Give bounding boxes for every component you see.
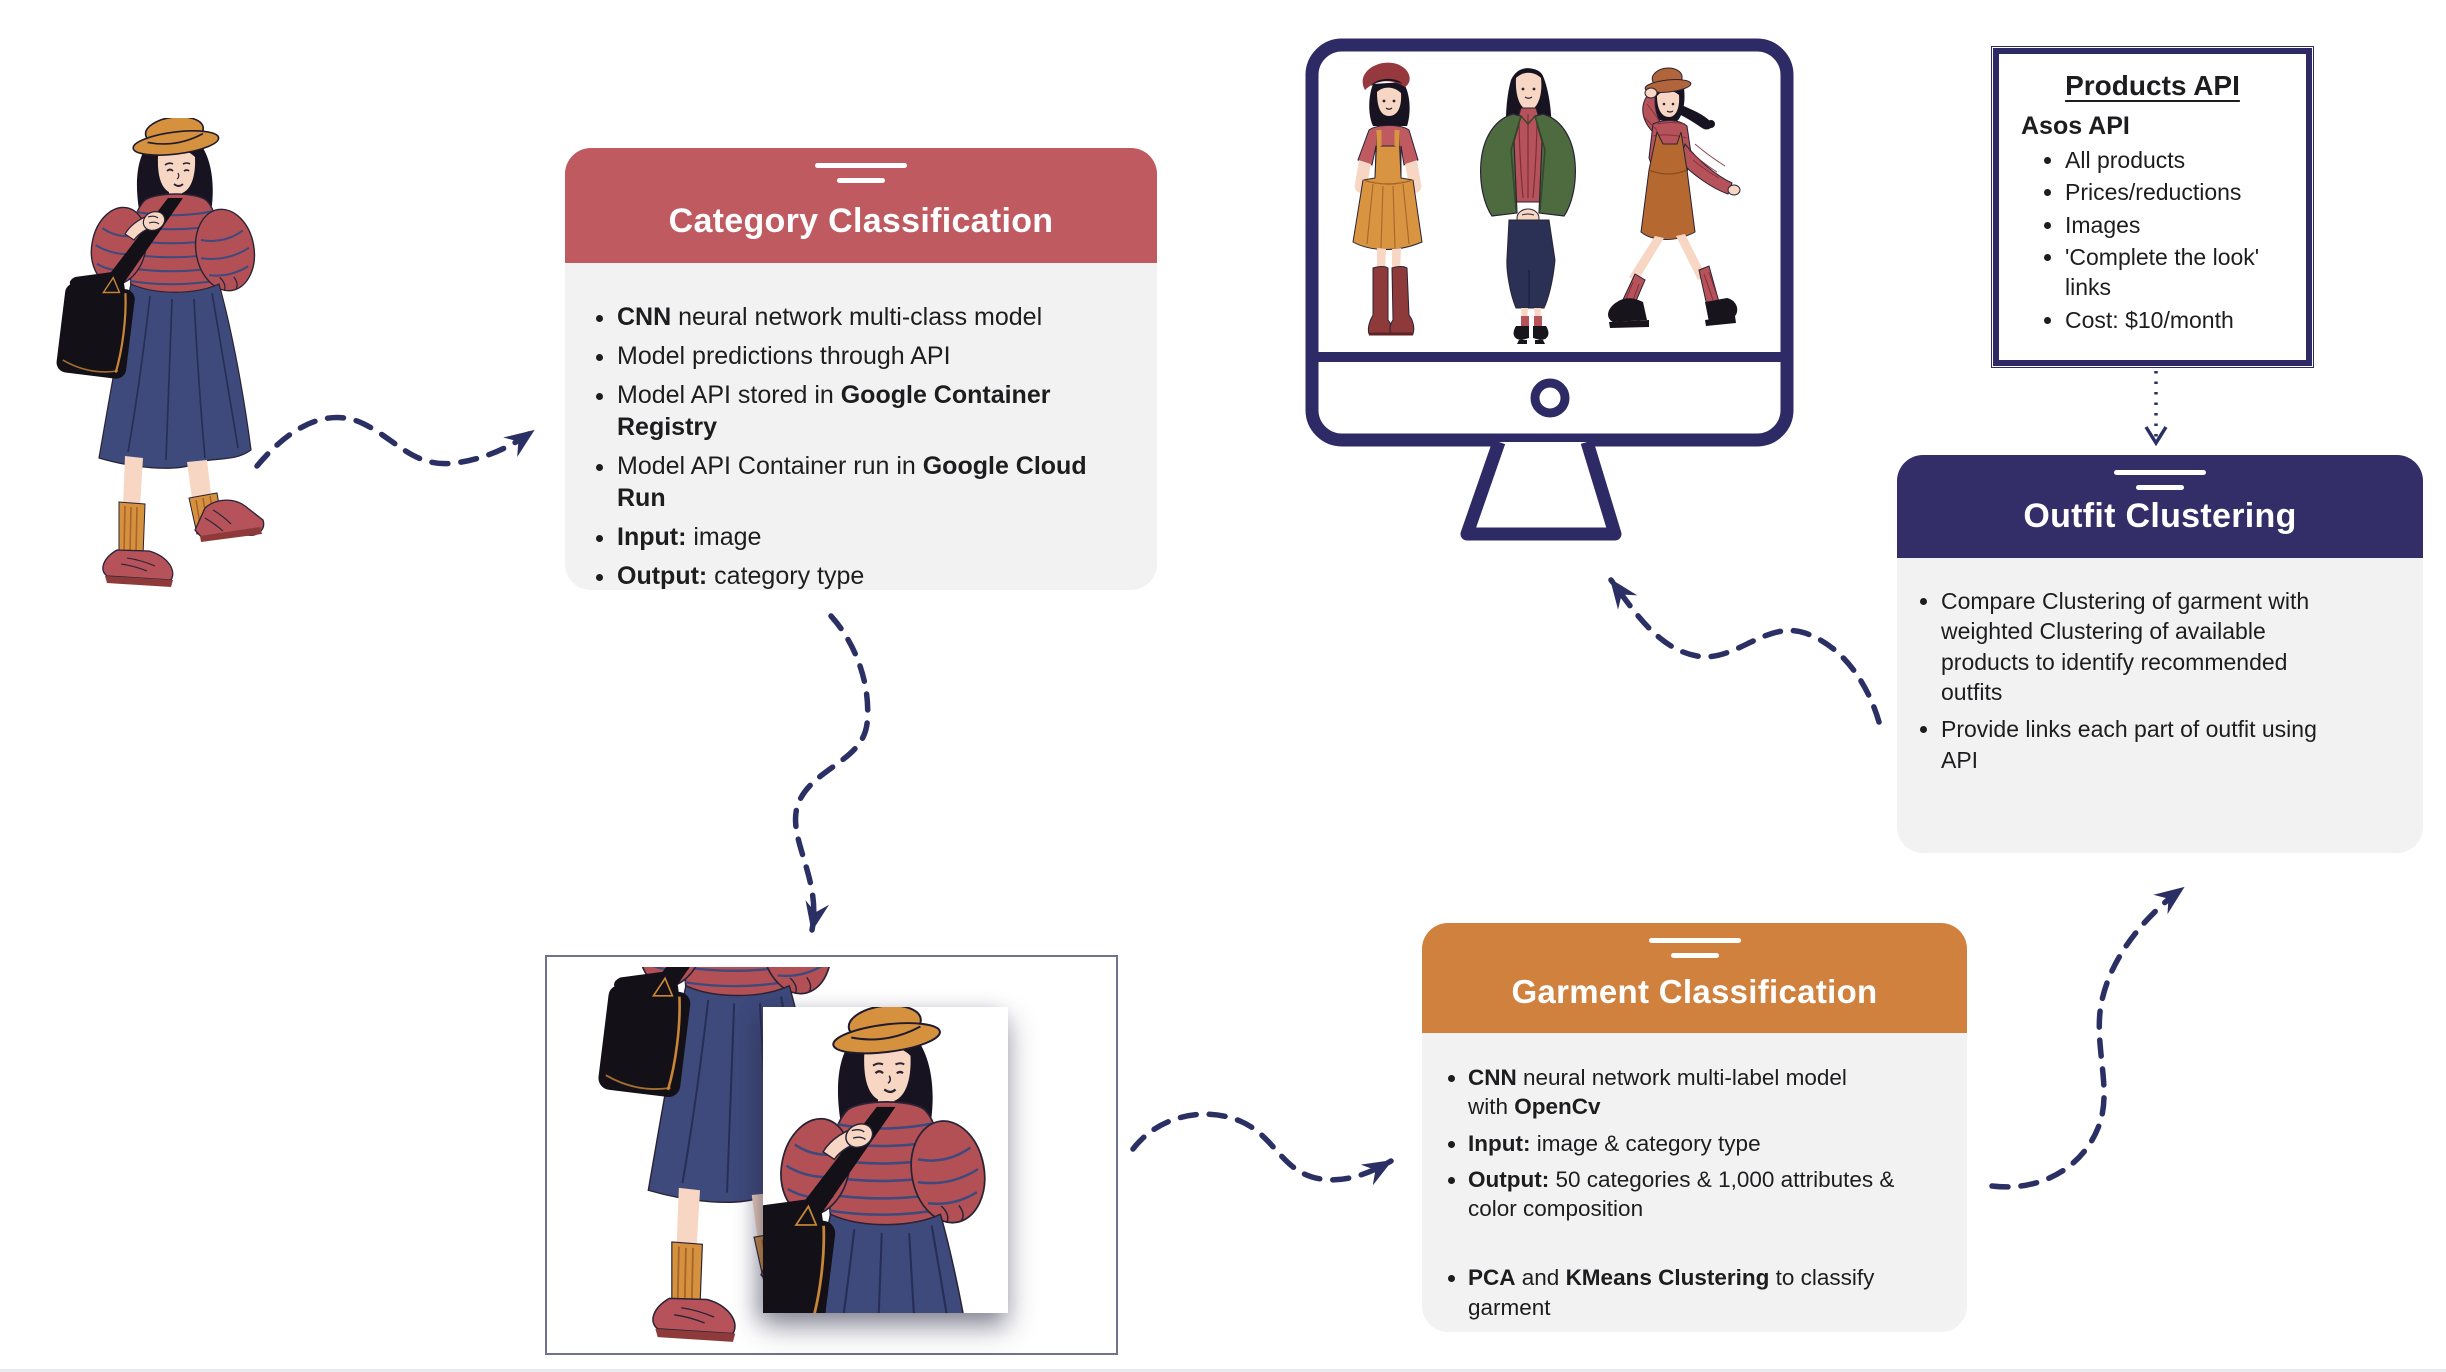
header-decoration-line xyxy=(837,178,885,183)
monitor-illustration xyxy=(1305,38,1794,541)
crop-upper-body-image xyxy=(763,1007,998,1313)
bullet-item: Output: 50 categories & 1,000 attributes… xyxy=(1468,1165,1953,1224)
bullet-item: Input: image xyxy=(617,521,1143,553)
products-api-bullet-list: All productsPrices/reductionsImages'Comp… xyxy=(1999,145,2306,335)
bullet-item: Prices/reductions xyxy=(2065,177,2298,207)
header-decoration-line xyxy=(2136,485,2184,490)
crop-upper-body-frame xyxy=(763,1007,1008,1313)
outfit-bullet-list: Compare Clustering of garment with weigh… xyxy=(1897,586,2423,775)
garment-classification-card: Garment Classification CNN neural networ… xyxy=(1422,923,1967,1332)
products-api-title: Products API xyxy=(2065,70,2240,101)
slide-bottom-edge xyxy=(0,1369,2446,1372)
bullet-item: CNN neural network multi-label model wit… xyxy=(1468,1063,1953,1122)
header-decoration-line xyxy=(815,163,907,168)
garment-card-title: Garment Classification xyxy=(1511,973,1878,1010)
bullet-item: Compare Clustering of garment with weigh… xyxy=(1941,586,2409,707)
dotted-arrowhead-chevron xyxy=(2144,426,2168,447)
category-card-body: CNN neural network multi-class modelMode… xyxy=(565,263,1157,590)
outfit-card-title: Outfit Clustering xyxy=(2023,497,2297,535)
bullet-item: Model API stored in Google Container Reg… xyxy=(617,379,1143,443)
header-decoration-line xyxy=(2114,470,2206,475)
products-api-subtitle: Asos API xyxy=(2021,112,2130,140)
arrow-woman-to-category xyxy=(254,414,536,469)
arrow-crops-to-garment xyxy=(1130,1111,1394,1186)
header-decoration-line xyxy=(1670,953,1719,958)
products-api-card: Products API Asos API All productsPrices… xyxy=(1991,46,2314,368)
bullet-item: Model predictions through API xyxy=(617,340,1143,372)
category-card-title: Category Classification xyxy=(668,202,1054,240)
bullet-item: Output: category type xyxy=(617,560,1143,592)
garment-card-body: CNN neural network multi-label model wit… xyxy=(1422,1033,1967,1332)
garment-card-header: Garment Classification xyxy=(1422,923,1967,1033)
outfit-card-body: Compare Clustering of garment with weigh… xyxy=(1897,558,2423,853)
bullet-item: Provide links each part of outfit using … xyxy=(1941,714,2409,775)
bullet-item: Input: image & category type xyxy=(1468,1129,1953,1158)
bullet-item: PCA and KMeans Clustering to classify ga… xyxy=(1468,1263,1953,1322)
bullet-item: 'Complete the look' links xyxy=(2065,242,2298,303)
arrow-category-to-crops xyxy=(792,613,871,933)
bullet-item: CNN neural network multi-class model xyxy=(617,301,1143,333)
bullet-item: All products xyxy=(2065,145,2298,175)
category-card-header: Category Classification xyxy=(565,148,1157,263)
bullet-item: Images xyxy=(2065,210,2298,240)
outfit-figure-beret-pinafore xyxy=(1352,62,1423,336)
arrow-outfit-to-monitor xyxy=(1608,577,1882,725)
outfit-clustering-card: Outfit Clustering Compare Clustering of … xyxy=(1897,455,2423,853)
cropped-images-panel xyxy=(545,955,1118,1355)
outfit-card-header: Outfit Clustering xyxy=(1897,455,2423,558)
category-classification-card: Category Classification CNN neural netwo… xyxy=(565,148,1157,590)
bullet-item: Model API Container run in Google Cloud … xyxy=(617,450,1143,514)
arrow-garment-to-outfit xyxy=(1989,885,2186,1190)
header-decoration-line xyxy=(1648,938,1741,943)
outfit-figure-plaid-walking xyxy=(1608,67,1741,328)
woman-illustration xyxy=(55,118,265,588)
garment-bullet-list: CNN neural network multi-label model wit… xyxy=(1422,1063,1967,1322)
outfit-figure-green-jacket xyxy=(1480,68,1576,344)
bullet-item: Cost: $10/month xyxy=(2065,305,2298,335)
category-bullet-list: CNN neural network multi-class modelMode… xyxy=(565,301,1157,592)
